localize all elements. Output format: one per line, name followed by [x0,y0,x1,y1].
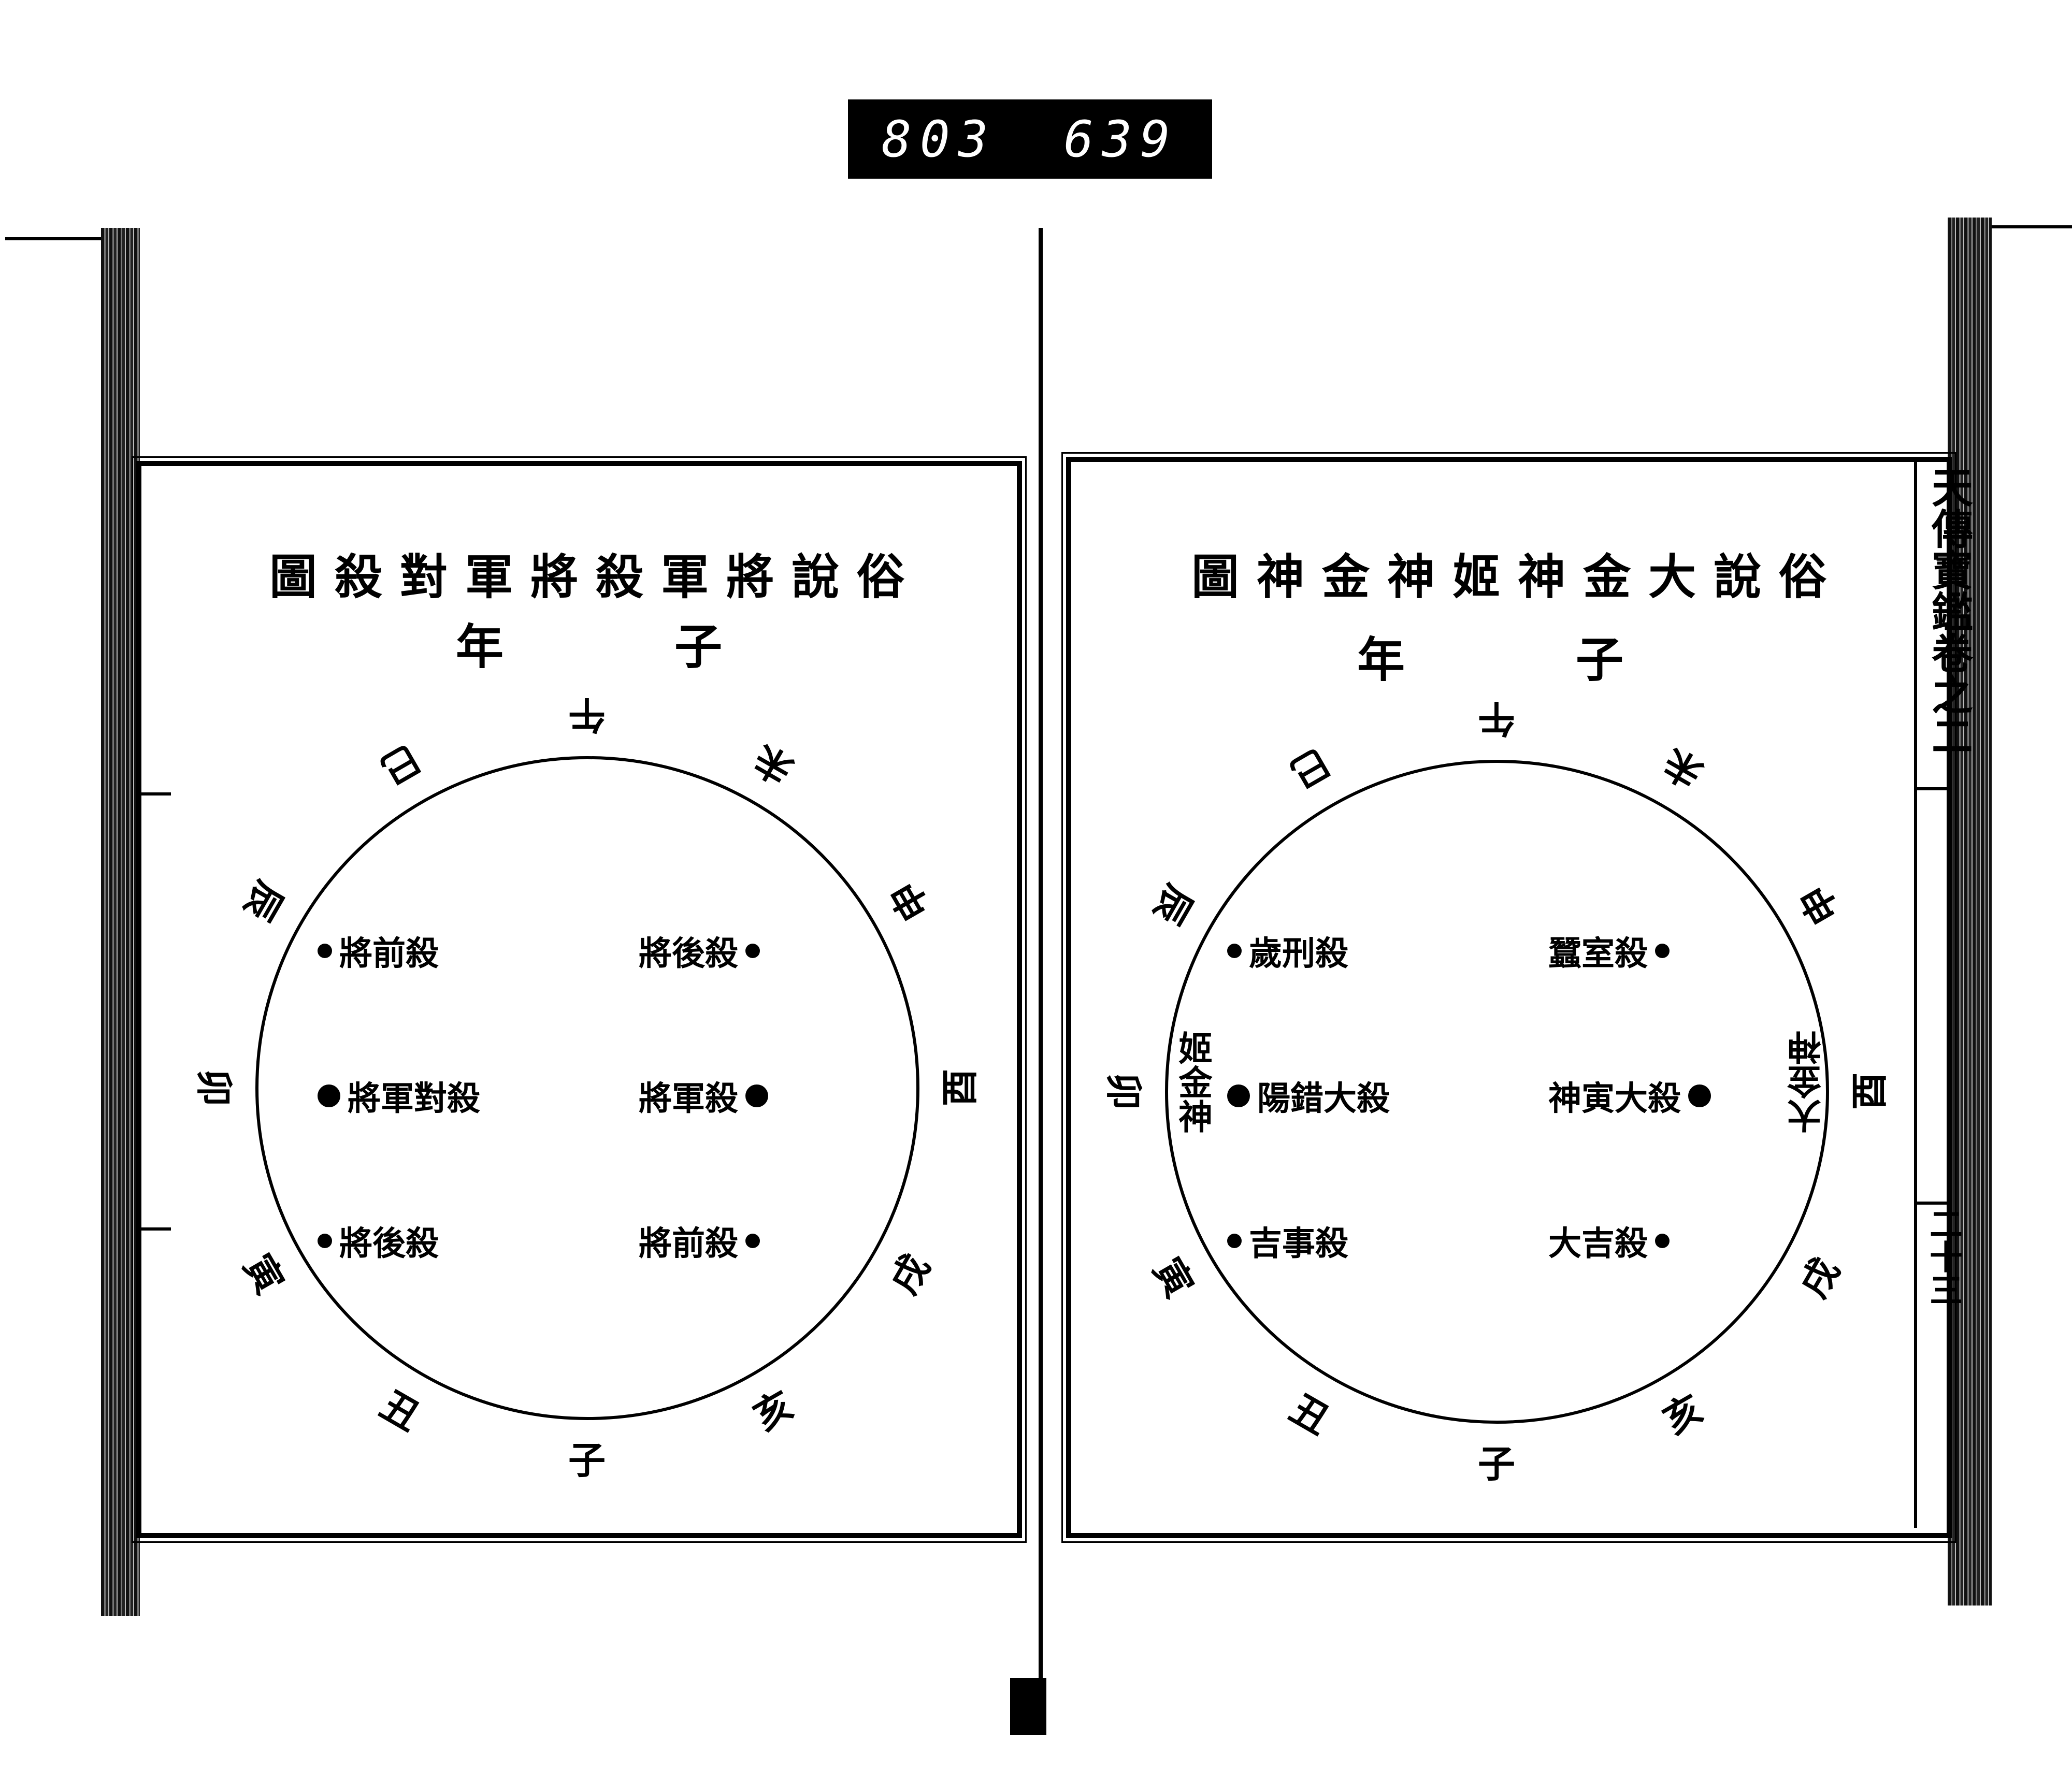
left-title: 俗說將軍殺將軍對殺圖 [269,539,904,608]
inner-label-group: 蠶室殺 [1548,927,1670,975]
marker-dot-icon [1655,944,1670,958]
title-char: 神 [1257,549,1305,605]
inner-label-group: 陽錯大殺 [1227,1072,1390,1120]
inner-label-group: 歲刑殺 [1227,927,1348,975]
inner-label: 吉事殺 [1249,1224,1348,1263]
title-char: 年 [456,619,504,675]
spine-divider [1917,1202,1948,1205]
spine-divider [140,792,171,796]
zodiac-label: 午 [568,693,606,737]
right-spine-edge [1948,218,1992,1606]
left-spine-edge [101,228,140,1616]
title-char: 軍 [465,549,513,605]
inner-label-group: 吉事殺 [1227,1217,1348,1265]
marker-dot-icon [318,1234,332,1248]
marker-dot-icon [745,1084,768,1107]
inner-label: 將後殺 [339,1224,439,1263]
marker-dot-icon [318,944,332,958]
title-char: 軍 [661,549,709,605]
inner-label-group: 將軍對殺 [318,1072,480,1120]
title-char: 殺 [596,549,644,605]
right-title: 俗說大金神姬神金神圖 [1191,539,1826,608]
marker-dot-icon [318,1084,340,1107]
spine-title: 天傳寶鑑卷之二 [1925,466,1974,756]
zodiac-label: 卯 [1102,1072,1146,1110]
title-char: 將 [726,549,774,605]
right-subtitle: 子年 [1357,621,1623,690]
inner-label-group: 大吉殺 [1548,1217,1670,1265]
spine-divider [1917,787,1948,790]
left-diagram-frame [132,456,1027,1543]
title-char: 俗 [857,549,905,605]
marker-dot-icon [1227,944,1242,958]
right-outer-label-east: 大金神 [1787,1031,1827,1133]
inner-label: 陽錯大殺 [1257,1079,1390,1118]
right-outer-label-west: 姬金神 [1173,1031,1213,1133]
title-char: 說 [792,549,840,605]
right-diagram-frame [1061,452,1956,1543]
title-char: 神 [1518,549,1566,605]
title-char: 姬 [1452,549,1501,605]
title-char: 神 [1387,549,1435,605]
inner-label-group: 將軍殺 [639,1072,768,1120]
title-char: 俗 [1779,549,1827,605]
zodiac-label: 卯 [192,1068,236,1106]
title-char: 子 [1576,632,1624,688]
right-circle [1165,760,1829,1424]
title-char: 殺 [335,549,383,605]
bottom-tab-mark [1010,1678,1046,1735]
title-char: 子 [674,619,723,675]
page-number: 二十三 [1924,1207,1963,1306]
title-char: 對 [400,549,448,605]
title-char: 將 [530,549,579,605]
spine-divider [140,1227,171,1231]
title-char: 金 [1322,549,1370,605]
zodiac-label: 子 [568,1438,606,1482]
inner-label: 將前殺 [639,1224,738,1263]
top-rule-right [1948,225,2072,228]
marker-dot-icon [1655,1234,1670,1248]
left-circle [255,756,919,1420]
inner-label: 將前殺 [339,934,439,973]
inner-label: 神寅大殺 [1548,1079,1681,1118]
marker-dot-icon [745,1234,760,1248]
zodiac-label: 子 [1477,1442,1515,1486]
marker-dot-icon [1227,1234,1242,1248]
inner-label-group: 神寅大殺 [1548,1072,1711,1120]
inner-label: 將軍對殺 [348,1079,480,1118]
zodiac-label: 午 [1478,697,1516,741]
top-rule-left [5,237,104,240]
inner-label-group: 將前殺 [639,1217,760,1265]
left-subtitle: 子年 [456,609,722,677]
title-char: 說 [1714,549,1762,605]
inner-label: 歲刑殺 [1249,934,1348,973]
center-fold [1039,228,1043,1714]
inner-label-group: 將後殺 [318,1217,439,1265]
inner-label: 大吉殺 [1548,1224,1648,1263]
right-margin-rule [1914,461,1917,1528]
marker-dot-icon [745,944,760,958]
inner-label: 將後殺 [639,934,738,973]
title-char: 大 [1648,549,1696,605]
inner-label-group: 將前殺 [318,927,439,975]
counter-right: 639 [1063,110,1178,168]
zodiac-label: 酉 [1847,1073,1891,1110]
inner-label: 蠶室殺 [1548,934,1648,973]
inner-label-group: 將後殺 [639,927,760,975]
zodiac-label: 酉 [938,1069,982,1107]
marker-dot-icon [1227,1084,1250,1107]
counter-left: 803 [882,110,997,168]
title-char: 金 [1583,549,1631,605]
title-char: 圖 [269,549,318,605]
title-char: 圖 [1191,549,1240,605]
frame-counter: 803 639 [848,99,1212,179]
marker-dot-icon [1688,1084,1711,1107]
inner-label: 將軍殺 [639,1079,738,1118]
title-char: 年 [1357,632,1405,688]
